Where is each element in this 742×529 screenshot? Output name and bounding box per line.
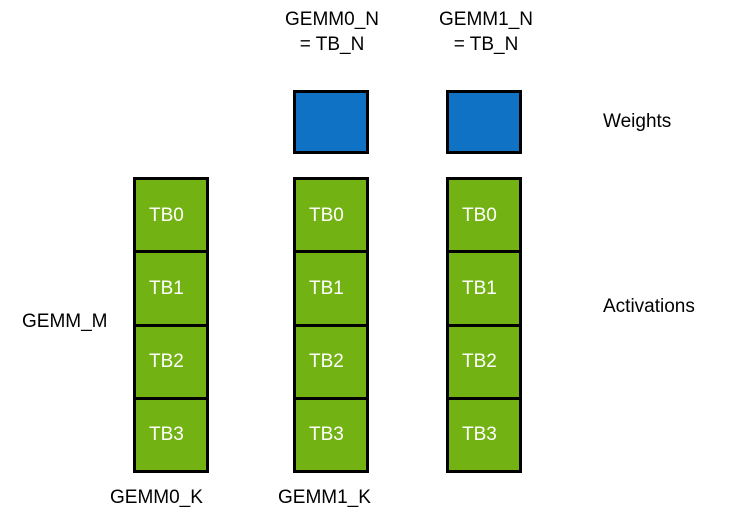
activation-cell: TB3 bbox=[296, 399, 366, 470]
gemm0-weight-tile bbox=[293, 90, 369, 154]
left-label-gemm-m: GEMM_M bbox=[22, 311, 108, 332]
activation-column-0: TB0 TB1 TB2 TB3 bbox=[133, 177, 209, 473]
activation-cell-label: TB3 bbox=[149, 424, 184, 446]
activation-cell: TB1 bbox=[296, 253, 366, 327]
column-header-gemm1-n-line2: = TB_N bbox=[453, 34, 519, 55]
activation-cell: TB3 bbox=[449, 399, 519, 470]
activation-cell: TB0 bbox=[296, 180, 366, 254]
activation-cell-label: TB2 bbox=[462, 351, 497, 373]
activation-cell-label: TB3 bbox=[309, 424, 344, 446]
activation-cell: TB1 bbox=[136, 253, 206, 327]
activation-cell: TB2 bbox=[449, 326, 519, 400]
activation-cell: TB2 bbox=[136, 326, 206, 400]
row-label-weights: Weights bbox=[603, 111, 672, 132]
bottom-label-gemm1-k: GEMM1_K bbox=[278, 487, 371, 508]
activation-cell-label: TB1 bbox=[309, 277, 344, 299]
activation-cell-label: TB2 bbox=[149, 351, 184, 373]
activation-cell-label: TB0 bbox=[462, 204, 497, 226]
gemm1-weight-tile bbox=[446, 90, 522, 154]
row-label-activations: Activations bbox=[603, 296, 695, 317]
activation-column-1: TB0 TB1 TB2 TB3 bbox=[293, 177, 369, 473]
column-header-gemm0-n-line1: GEMM0_N bbox=[285, 9, 379, 30]
column-header-gemm1-n-line1: GEMM1_N bbox=[439, 9, 533, 30]
activation-cell: TB0 bbox=[136, 180, 206, 254]
activation-cell: TB1 bbox=[449, 253, 519, 327]
activation-cell-label: TB2 bbox=[309, 351, 344, 373]
activation-cell: TB3 bbox=[136, 399, 206, 470]
bottom-label-gemm0-k: GEMM0_K bbox=[110, 487, 203, 508]
activation-cell-label: TB0 bbox=[309, 204, 344, 226]
activation-cell-label: TB1 bbox=[149, 277, 184, 299]
column-header-gemm1-n: GEMM1_N = TB_N bbox=[406, 7, 566, 57]
column-header-gemm0-n: GEMM0_N = TB_N bbox=[252, 7, 412, 57]
activation-cell: TB2 bbox=[296, 326, 366, 400]
activation-cell-label: TB3 bbox=[462, 424, 497, 446]
activation-column-2: TB0 TB1 TB2 TB3 bbox=[446, 177, 522, 473]
activation-cell-label: TB0 bbox=[149, 204, 184, 226]
activation-cell: TB0 bbox=[449, 180, 519, 254]
activation-cell-label: TB1 bbox=[462, 277, 497, 299]
column-header-gemm0-n-line2: = TB_N bbox=[299, 34, 365, 55]
